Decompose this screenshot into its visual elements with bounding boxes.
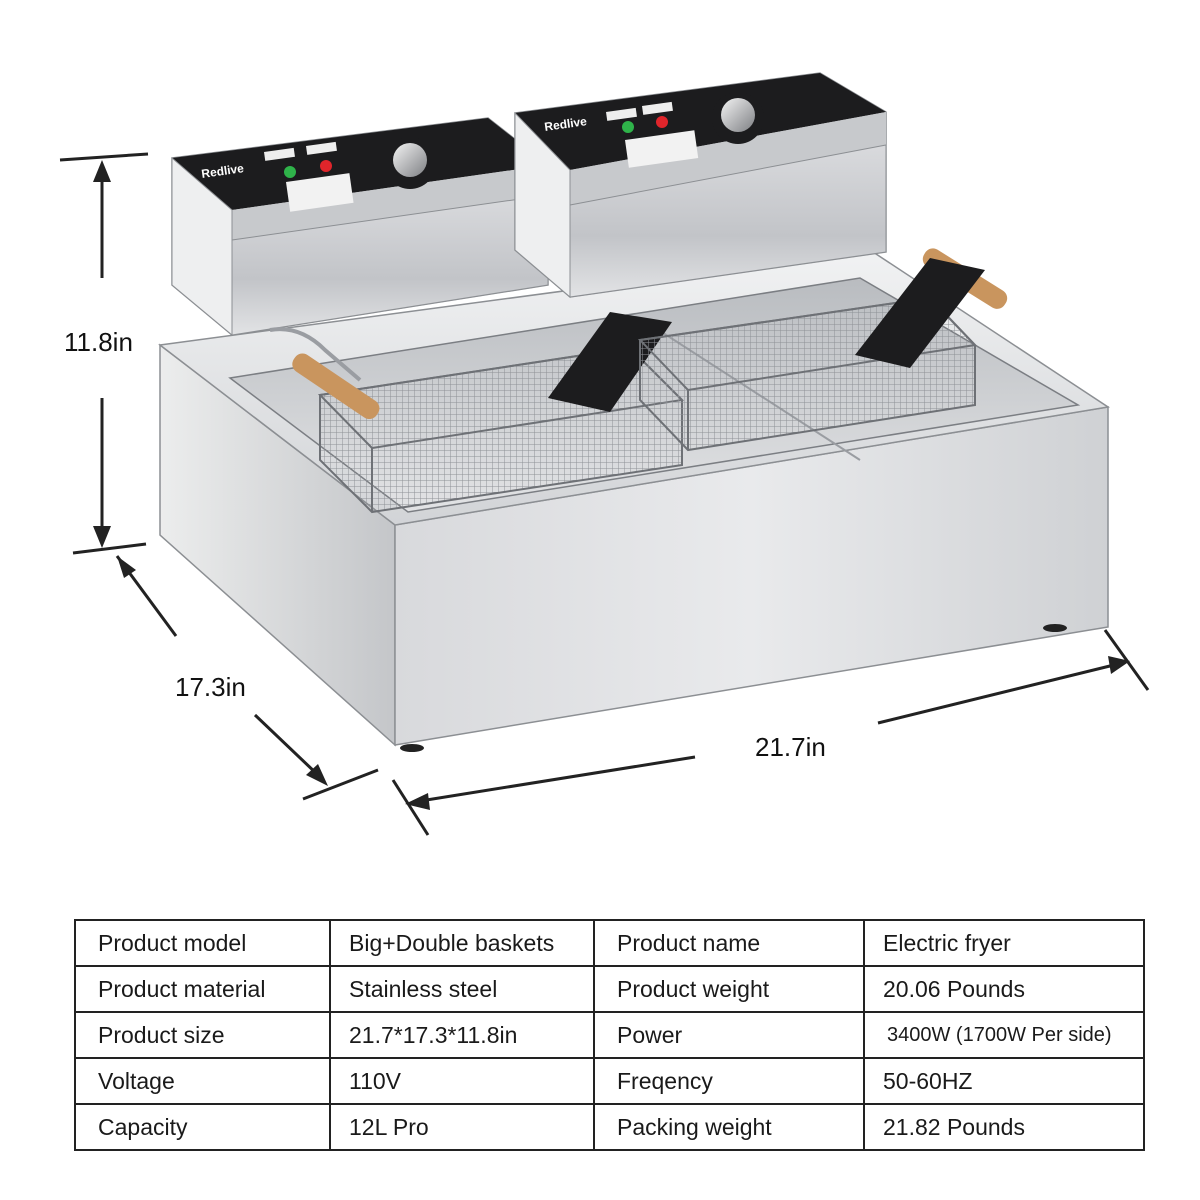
brand-logo-left: Redlive (200, 161, 245, 181)
spec-label: Capacity (74, 1103, 331, 1151)
table-row: Product size 21.7*17.3*11.8in Power 3400… (74, 1011, 1145, 1059)
spec-label: Packing weight (593, 1103, 865, 1151)
depth-dimension-label: 17.3in (175, 672, 246, 702)
spec-value: Electric fryer (863, 919, 1145, 967)
spec-value: 21.7*17.3*11.8in (329, 1011, 595, 1059)
spec-value: 12L Pro (329, 1103, 595, 1151)
spec-label: Product size (74, 1011, 331, 1059)
basket-hook-icon (548, 312, 672, 412)
basket-handle-icon[interactable] (289, 350, 383, 423)
spec-table: Product model Big+Double baskets Product… (74, 919, 1145, 1151)
height-dimension-label: 11.8in (64, 327, 133, 357)
spec-value: 110V (329, 1057, 595, 1105)
spec-label: Product name (593, 919, 865, 967)
right-basket (637, 248, 1008, 452)
spec-label: Voltage (74, 1057, 331, 1105)
spec-value: 20.06 Pounds (863, 965, 1145, 1013)
left-basket (269, 312, 685, 514)
spec-label: Freqency (593, 1057, 865, 1105)
table-row: Product model Big+Double baskets Product… (74, 919, 1145, 967)
spec-value: 50-60HZ (863, 1057, 1145, 1105)
brand-logo-right: Redlive (543, 114, 588, 134)
thermostat-knob-icon[interactable] (721, 98, 755, 132)
right-control-unit: Redlive (514, 72, 887, 299)
width-dimension-label: 21.7in (755, 732, 826, 762)
fryer-drawing: Redlive Redlive (59, 72, 1150, 836)
table-row: Product material Stainless steel Product… (74, 965, 1145, 1013)
power-light-icon (284, 166, 296, 178)
spec-label: Product weight (593, 965, 865, 1013)
spec-value: 3400W (1700W Per side) (863, 1011, 1145, 1059)
spec-label: Power (593, 1011, 865, 1059)
power-light-icon (622, 121, 634, 133)
heat-light-icon (320, 160, 332, 172)
heat-light-icon (656, 116, 668, 128)
spec-value: 21.82 Pounds (863, 1103, 1145, 1151)
table-row: Capacity 12L Pro Packing weight 21.82 Po… (74, 1103, 1145, 1151)
thermostat-knob-icon[interactable] (393, 143, 427, 177)
basket-hook-icon (855, 258, 985, 368)
left-control-unit: Redlive (171, 117, 549, 337)
spec-label: Product material (74, 965, 331, 1013)
product-illustration: Redlive Redlive (59, 72, 1150, 836)
table-row: Voltage 110V Freqency 50-60HZ (74, 1057, 1145, 1105)
dimension-arrows (59, 152, 1150, 836)
spec-value: Big+Double baskets (329, 919, 595, 967)
spec-value: Stainless steel (329, 965, 595, 1013)
spec-label: Product model (74, 919, 331, 967)
